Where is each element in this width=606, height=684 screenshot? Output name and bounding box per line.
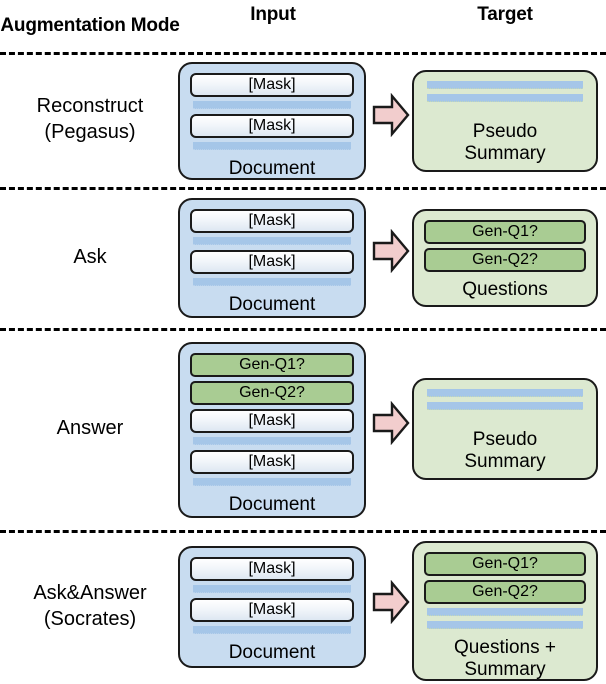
right-arrow-icon bbox=[372, 229, 410, 273]
question-pill: Gen-Q1? bbox=[424, 552, 586, 576]
text-bar bbox=[193, 237, 351, 245]
text-bar bbox=[193, 626, 351, 634]
right-arrow-icon bbox=[372, 401, 410, 445]
header-target: Target bbox=[477, 4, 533, 25]
input-caption: Document bbox=[228, 158, 316, 179]
target-box-ask-and-answer: Gen-Q1? Gen-Q2? Questions + Summary bbox=[412, 541, 598, 681]
mask-pill: [Mask] bbox=[190, 73, 354, 97]
input-caption: Document bbox=[228, 294, 316, 315]
text-bar bbox=[193, 142, 351, 150]
text-bar bbox=[193, 101, 351, 109]
mask-pill: [Mask] bbox=[190, 557, 354, 581]
input-box-reconstruct: [Mask] [Mask] Document bbox=[178, 62, 366, 180]
row-label-ask: Ask bbox=[73, 245, 107, 268]
divider-2 bbox=[0, 328, 606, 331]
row-label-ask-and-answer: Ask&Answer (Socrates) bbox=[33, 582, 147, 630]
target-caption: Questions bbox=[462, 279, 548, 300]
question-pill: Gen-Q2? bbox=[424, 248, 586, 272]
text-bar bbox=[427, 402, 583, 410]
row-reconstruct: Reconstruct (Pegasus) [Mask] [Mask] Docu… bbox=[0, 52, 606, 187]
target-content bbox=[424, 81, 586, 107]
input-caption: Document bbox=[228, 642, 316, 663]
question-pill: Gen-Q1? bbox=[190, 353, 354, 377]
text-bar bbox=[193, 585, 351, 593]
text-bar bbox=[427, 389, 583, 397]
target-content bbox=[424, 389, 586, 415]
text-bar bbox=[427, 94, 583, 102]
right-arrow-icon bbox=[372, 93, 410, 137]
table-header: Augmentation Mode Input Target bbox=[0, 0, 606, 52]
input-content: [Mask] [Mask] bbox=[190, 557, 354, 639]
row-label-answer: Answer bbox=[56, 417, 124, 440]
mask-pill: [Mask] bbox=[190, 250, 354, 274]
input-content: [Mask] [Mask] bbox=[190, 73, 354, 155]
right-arrow-icon bbox=[372, 580, 410, 624]
target-content: Gen-Q1? Gen-Q2? bbox=[424, 552, 586, 634]
input-box-ask-and-answer: [Mask] [Mask] Document bbox=[178, 546, 366, 668]
target-box-answer: Pseudo Summary bbox=[412, 378, 598, 480]
header-input: Input bbox=[250, 4, 296, 25]
input-box-answer: Gen-Q1? Gen-Q2? [Mask] [Mask] Document bbox=[178, 342, 366, 518]
target-content: Gen-Q1? Gen-Q2? bbox=[424, 220, 586, 276]
input-content: Gen-Q1? Gen-Q2? [Mask] [Mask] bbox=[190, 353, 354, 491]
divider-3 bbox=[0, 530, 606, 533]
target-caption: Pseudo Summary bbox=[464, 428, 546, 472]
row-label-reconstruct: Reconstruct (Pegasus) bbox=[36, 94, 144, 143]
target-caption: Questions + Summary bbox=[454, 637, 556, 681]
input-caption: Document bbox=[228, 494, 316, 515]
mask-pill: [Mask] bbox=[190, 114, 354, 138]
target-box-ask: Gen-Q1? Gen-Q2? Questions bbox=[412, 209, 598, 307]
mask-pill: [Mask] bbox=[190, 598, 354, 622]
target-caption: Pseudo Summary bbox=[464, 120, 546, 164]
divider-header bbox=[0, 52, 606, 55]
text-bar bbox=[427, 81, 583, 89]
row-ask: Ask [Mask] [Mask] Document Gen-Q1? Gen-Q… bbox=[0, 187, 606, 328]
text-bar bbox=[193, 278, 351, 286]
row-ask-and-answer: Ask&Answer (Socrates) [Mask] [Mask] Docu… bbox=[0, 530, 606, 684]
mask-pill: [Mask] bbox=[190, 409, 354, 433]
mask-pill: [Mask] bbox=[190, 209, 354, 233]
text-bar bbox=[427, 621, 583, 629]
target-box-reconstruct: Pseudo Summary bbox=[412, 70, 598, 172]
row-answer: Answer Gen-Q1? Gen-Q2? [Mask] [Mask] Doc… bbox=[0, 328, 606, 530]
header-augmentation-mode: Augmentation Mode bbox=[0, 15, 180, 37]
text-bar bbox=[193, 437, 351, 445]
question-pill: Gen-Q1? bbox=[424, 220, 586, 244]
question-pill: Gen-Q2? bbox=[424, 580, 586, 604]
text-bar bbox=[193, 478, 351, 486]
input-box-ask: [Mask] [Mask] Document bbox=[178, 198, 366, 318]
question-pill: Gen-Q2? bbox=[190, 381, 354, 405]
divider-1 bbox=[0, 187, 606, 190]
text-bar bbox=[427, 608, 583, 616]
input-content: [Mask] [Mask] bbox=[190, 209, 354, 291]
mask-pill: [Mask] bbox=[190, 450, 354, 474]
